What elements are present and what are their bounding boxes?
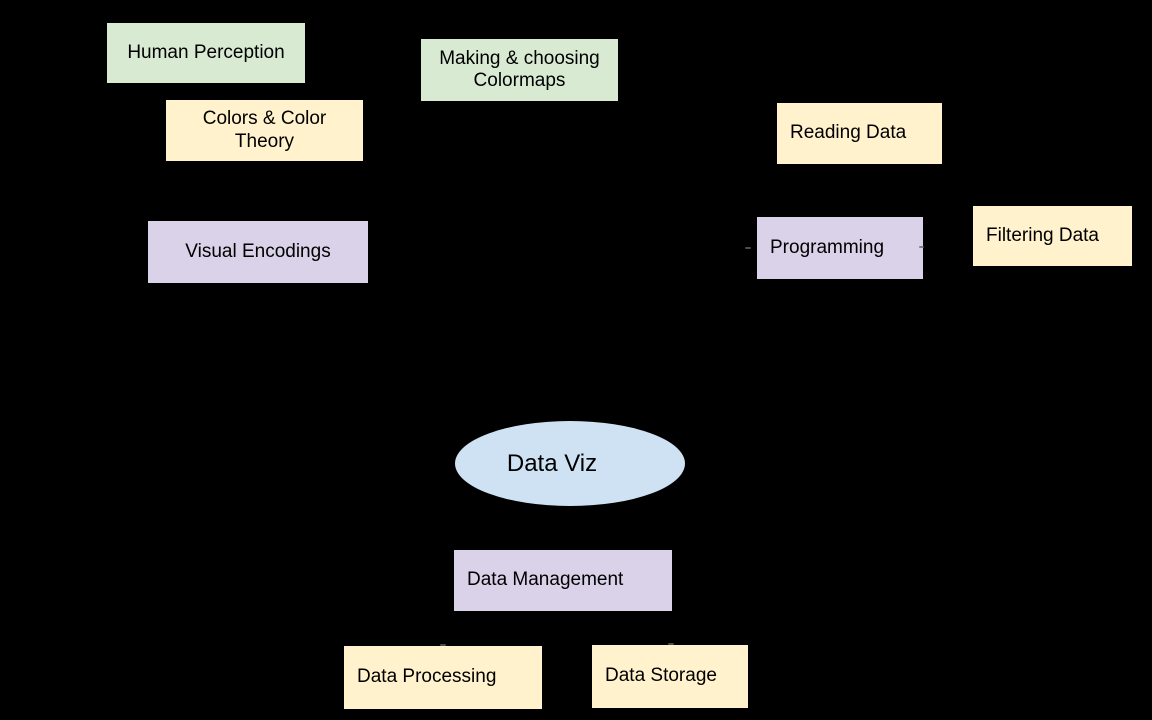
node-visual-encodings[interactable]: Visual Encodings: [148, 221, 368, 283]
connector-arrowhead-mark: [919, 246, 924, 248]
node-making-choosing-colormaps[interactable]: Making & choosing Colormaps: [421, 39, 618, 101]
node-data-storage[interactable]: Data Storage: [592, 645, 748, 708]
node-programming[interactable]: Programming: [757, 217, 923, 279]
node-label: Programming: [770, 236, 885, 258]
node-data-viz[interactable]: Data Viz: [455, 421, 685, 506]
node-data-processing[interactable]: Data Processing: [344, 646, 542, 709]
node-filtering-data[interactable]: Filtering Data: [973, 206, 1132, 266]
connector-arrowhead-mark: [668, 643, 674, 645]
node-label: Human Perception: [127, 41, 285, 63]
node-label: Data Storage: [605, 665, 717, 687]
connector-arrowhead-mark: [440, 644, 446, 646]
node-reading-data[interactable]: Reading Data: [777, 103, 942, 164]
node-label: Colors & Color Theory: [202, 108, 327, 152]
node-label: Data Management: [467, 569, 624, 591]
node-colors-color-theory[interactable]: Colors & Color Theory: [166, 100, 363, 161]
connector-arrowhead-mark: [745, 247, 751, 249]
node-label: Reading Data: [790, 122, 907, 144]
node-label: Data Viz: [506, 449, 598, 477]
node-data-management[interactable]: Data Management: [454, 550, 672, 611]
node-label: Filtering Data: [986, 224, 1099, 246]
node-label: Making & choosing Colormaps: [439, 47, 600, 91]
node-human-perception[interactable]: Human Perception: [107, 23, 305, 83]
node-label: Data Processing: [357, 666, 497, 688]
node-label: Visual Encodings: [185, 240, 331, 262]
